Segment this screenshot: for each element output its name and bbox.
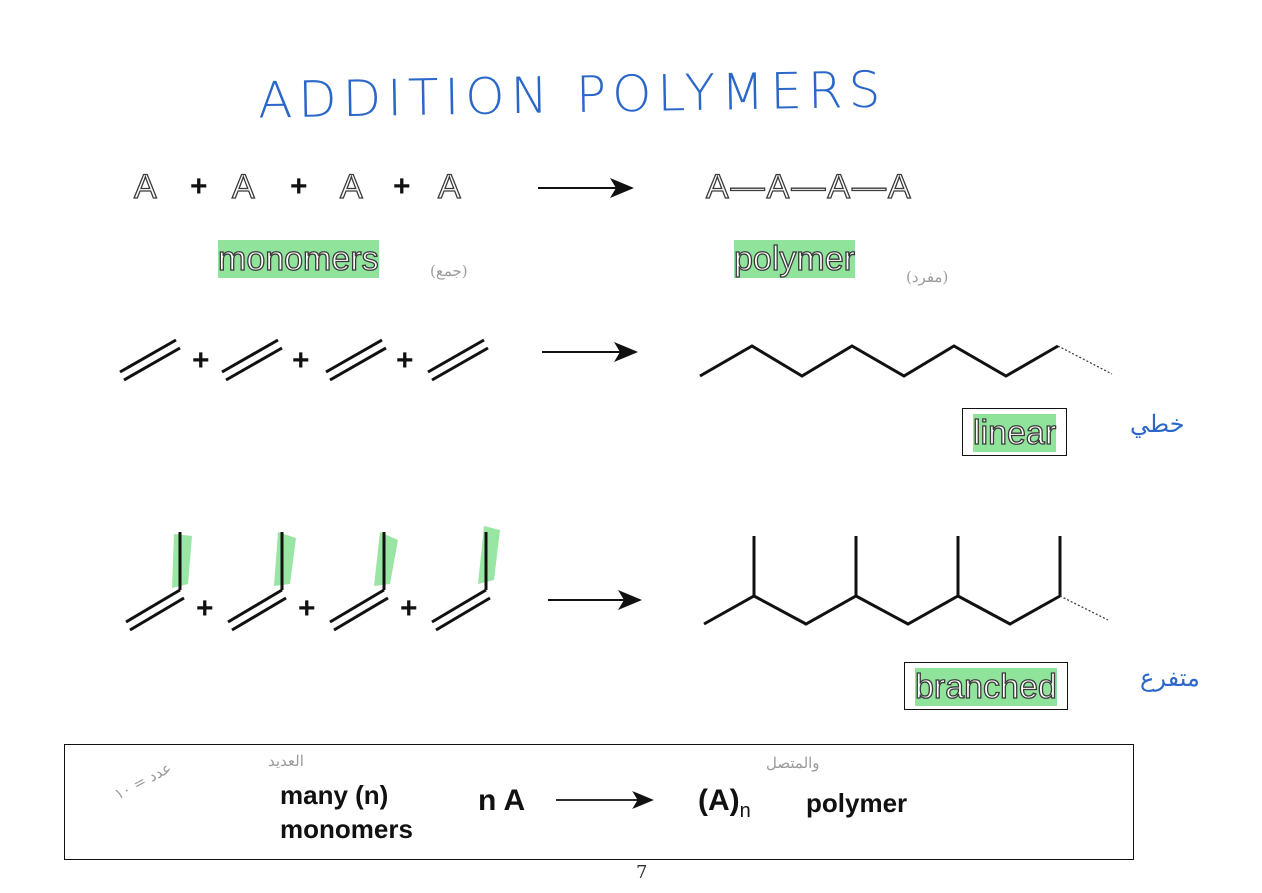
reactant-a-1: A (133, 167, 157, 206)
plus-sign: + (290, 170, 308, 203)
formula-box (64, 744, 1134, 860)
plus-sign: + (190, 170, 208, 203)
reactant-a-3: A (339, 167, 363, 206)
formula-rhs-base: (A) (698, 784, 740, 817)
handwritten-note-branched: متفرع (1140, 664, 1200, 692)
svg-text:+: + (396, 344, 414, 377)
svg-text:+: + (400, 592, 418, 625)
monomers-label: monomers (217, 239, 379, 279)
formula-rhs: (A)n (698, 784, 751, 823)
page-number: 7 (636, 862, 648, 883)
highlight: monomers (217, 239, 379, 278)
handwritten-note-polymer: (مفرد) (906, 268, 949, 286)
polymer-chain-text: A—A—A—A (705, 167, 913, 206)
reactant-a-4: A (437, 167, 461, 206)
plus-signs-row3: + + + (196, 592, 418, 625)
plus-signs-row2: + + + (192, 344, 414, 377)
highlight: polymer (733, 239, 855, 278)
linear-polymer-chain (699, 344, 1059, 378)
branched-label: branched (914, 668, 1057, 706)
polymer-label: polymer (733, 239, 855, 279)
svg-text:+: + (292, 344, 310, 377)
monomers-text: monomers (280, 814, 413, 844)
many-monomers-label: many (n) monomers (280, 778, 413, 846)
svg-text:+: + (196, 592, 214, 625)
formula-rhs-subscript: n (739, 800, 751, 822)
branched-label-box: branched (904, 662, 1068, 710)
propylene-monomers: + + + (125, 526, 500, 632)
formula-lhs: n A (478, 784, 526, 817)
branched-polymer-chain (703, 536, 1062, 626)
handwritten-note-monomers: (جمع) (430, 262, 468, 280)
svg-text:+: + (192, 344, 210, 377)
handwritten-note-many: العديد (268, 752, 304, 770)
handwritten-note-connected: والمتصل (766, 754, 820, 772)
ethylene-monomers (119, 338, 489, 382)
plus-sign: + (393, 170, 411, 203)
svg-text:+: + (298, 592, 316, 625)
linear-label-box: linear (962, 408, 1068, 456)
many-n-text: many (n) (280, 780, 389, 810)
handwritten-note-linear: خطي (1130, 410, 1185, 438)
reactant-a-2: A (231, 167, 255, 206)
linear-label: linear (972, 414, 1057, 452)
formula-polymer-label: polymer (806, 788, 908, 818)
